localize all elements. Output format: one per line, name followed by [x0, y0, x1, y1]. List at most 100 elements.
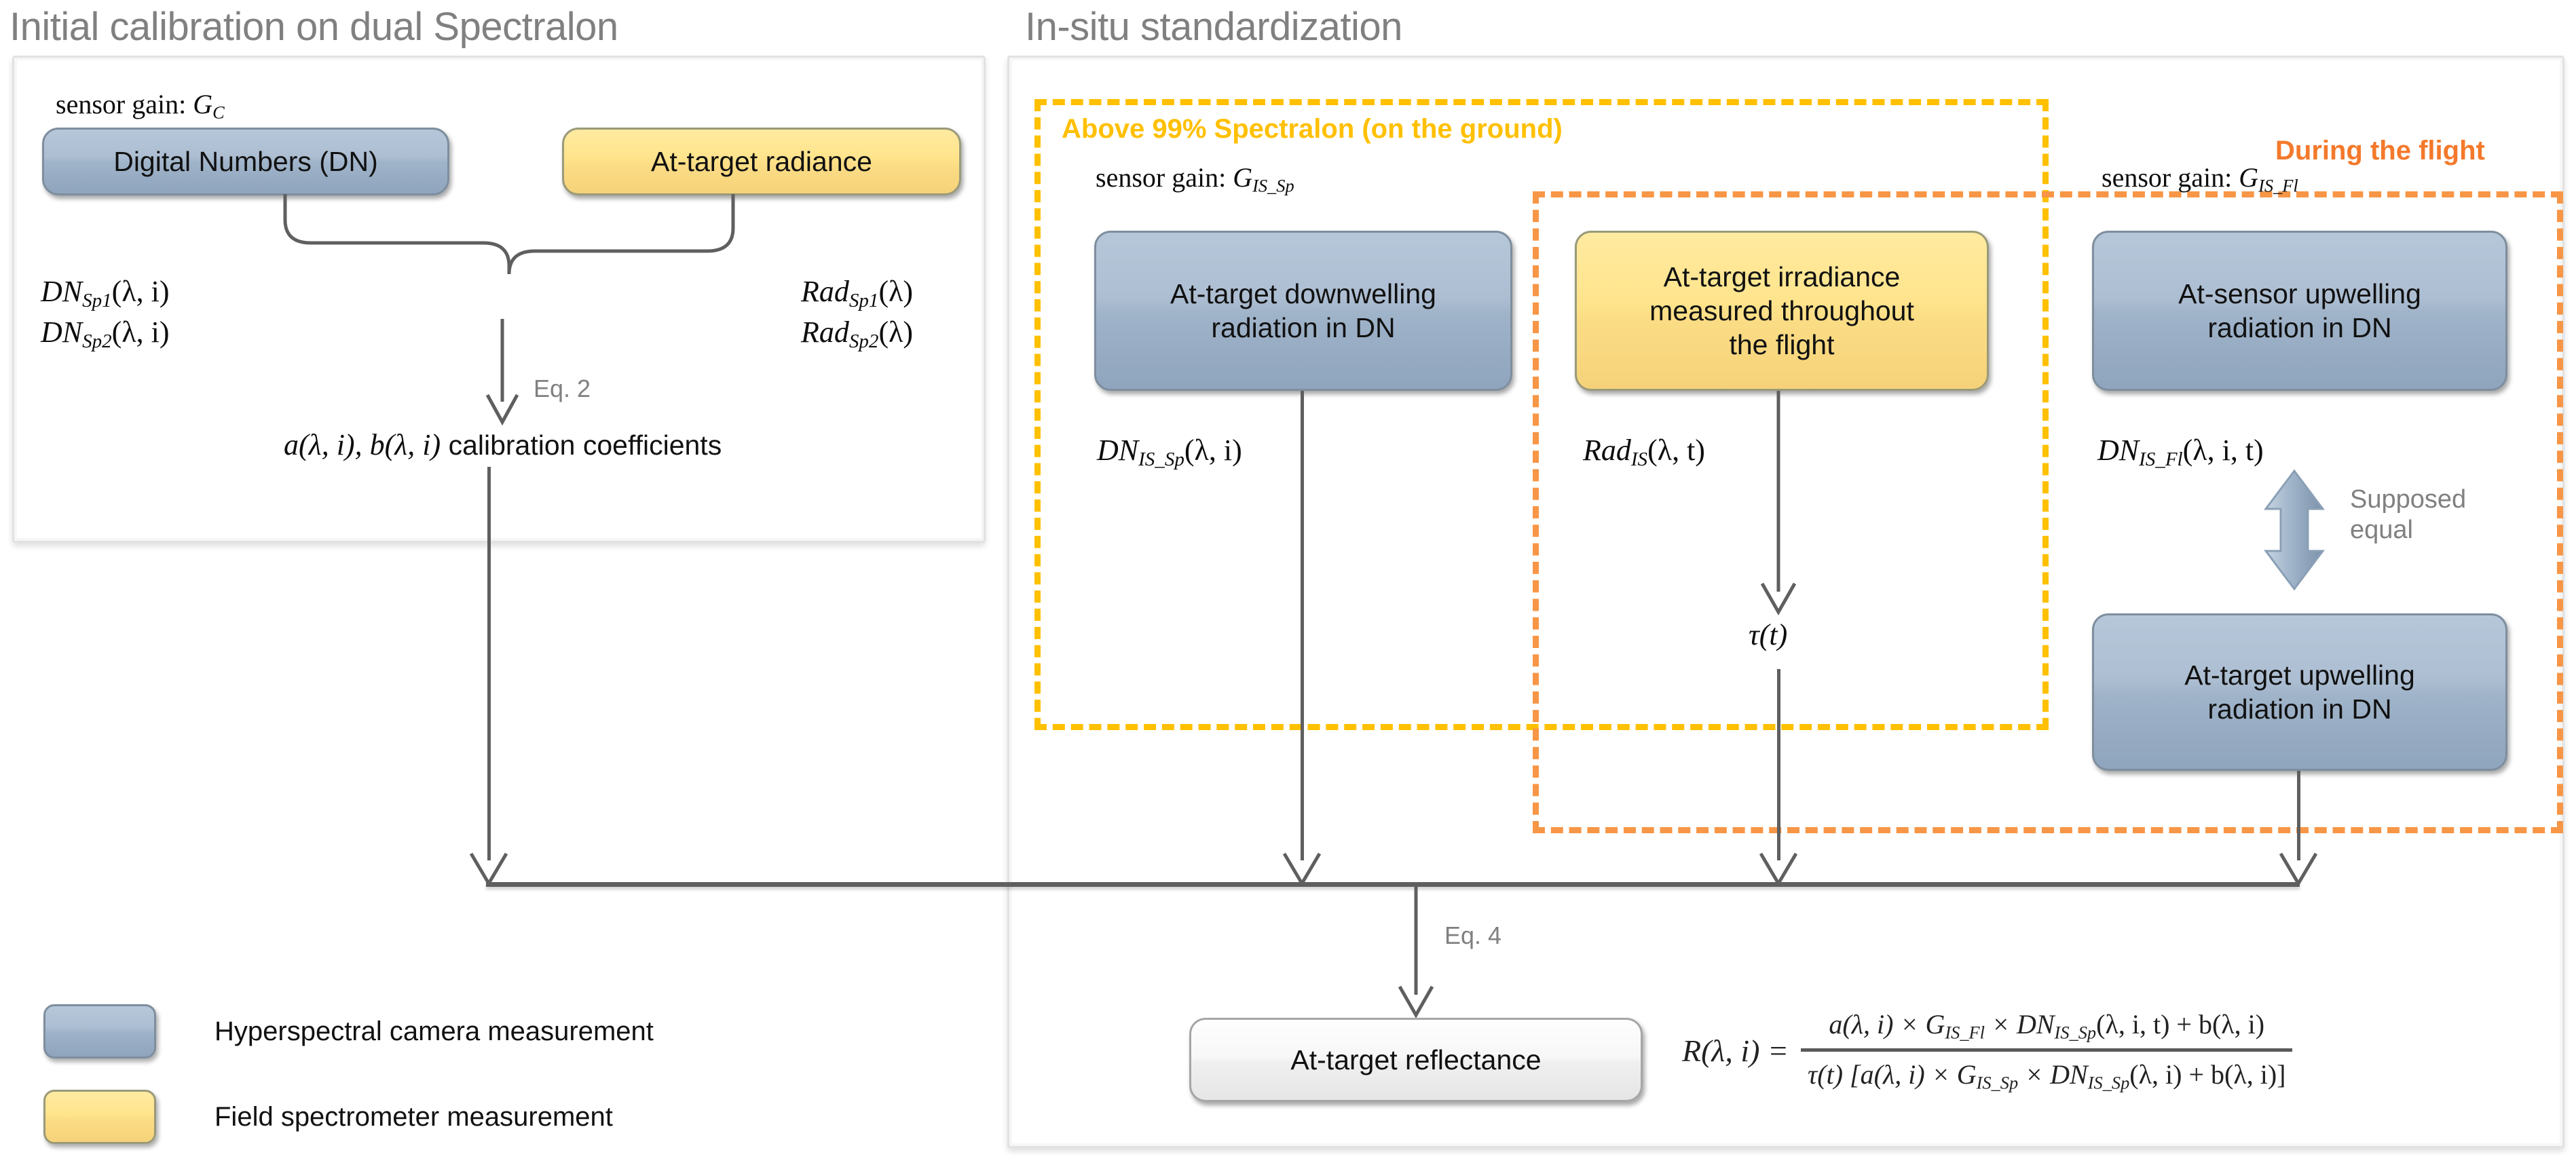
at-sensor-upwelling-line2: radiation in DN [2207, 312, 2392, 343]
dn-sp1-base: DN [41, 275, 83, 308]
arrowhead-upwelling [2277, 839, 2320, 888]
box-at-target-irradiance[interactable]: At-target irradiance measured throughout… [1575, 231, 1989, 391]
dn-sp2-sub: Sp2 [82, 330, 112, 353]
dn-sp1-sub: Sp1 [82, 290, 112, 312]
formula-denominator: τ(t) [a(λ, i) × GIS_Sp × DNIS_Sp(λ, i) +… [1800, 1048, 2293, 1093]
ground-gain-subscript: IS_Sp [1252, 175, 1294, 196]
legend: Hyperspectral camera measurement Field s… [43, 1004, 654, 1144]
calibration-coefficients-label: a(λ, i), b(λ, i) calibration coefficient… [284, 427, 722, 462]
rad-sp1-sub: Sp1 [848, 290, 879, 312]
dn-is-fl-base: DN [2097, 434, 2140, 467]
gain-symbol: G [193, 89, 213, 119]
brace-connector [42, 194, 965, 330]
arrowhead-tau [1757, 839, 1800, 888]
box-digital-numbers[interactable]: Digital Numbers (DN) [42, 128, 449, 195]
left-sensor-gain-label: sensor gain: GC [56, 88, 225, 123]
ground-gain-symbol: G [1233, 162, 1253, 193]
rad-sp2-sub: Sp2 [848, 330, 879, 353]
rad-sp1-args: (λ) [878, 275, 914, 308]
supposed-equal-label: Supposed equal [2350, 484, 2466, 546]
box-at-sensor-upwelling[interactable]: At-sensor upwelling radiation in DN [2092, 231, 2507, 391]
box-at-target-upwelling[interactable]: At-target upwelling radiation in DN [2092, 613, 2507, 771]
group-flight-label: During the flight [2275, 136, 2485, 166]
dn-is-sp-base: DN [1097, 434, 1139, 467]
supposed-line1: Supposed [2350, 485, 2467, 514]
left-output-line [487, 467, 491, 860]
flight-sensor-gain-label: sensor gain: GIS_Fl [2102, 161, 2298, 196]
num-sub2: IS_Sp [2054, 1022, 2097, 1043]
dn-sp2-label: DNSp2(λ, i) [41, 315, 170, 353]
arrowhead-downwelling [1280, 839, 1324, 888]
at-target-upwelling-line1: At-target upwelling [2184, 659, 2415, 691]
tau-label: τ(t) [1749, 618, 1788, 651]
den-part2: × DN [2018, 1059, 2088, 1090]
box-at-target-reflectance[interactable]: At-target reflectance [1189, 1018, 1643, 1102]
arrowhead-left-panel [467, 839, 510, 888]
legend-item-spectrometer: Field spectrometer measurement [43, 1090, 654, 1144]
flight-gain-subscript: IS_Fl [2258, 175, 2298, 196]
rad-is-base: Rad [1583, 434, 1631, 467]
den-sub2: IS_Sp [2087, 1072, 2130, 1093]
box-at-target-radiance[interactable]: At-target radiance [562, 128, 961, 195]
rad-sp2-args: (λ) [878, 316, 914, 349]
upwelling-output-line [2297, 771, 2300, 860]
box-at-target-downwelling[interactable]: At-target downwelling radiation in DN [1094, 231, 1512, 391]
gain-prefix: sensor gain: [56, 89, 193, 119]
group-ground-label: Above 99% Spectralon (on the ground) [1062, 114, 1563, 144]
at-sensor-upwelling-line1: At-sensor upwelling [2178, 278, 2421, 309]
reflectance-formula: R(λ, i) = a(λ, i) × GIS_Fl × DNIS_Sp(λ, … [1682, 1008, 2293, 1094]
legend-label-hyperspectral: Hyperspectral camera measurement [214, 1016, 654, 1046]
left-section-title: Initial calibration on dual Spectralon [10, 5, 618, 49]
den-sub1: IS_Sp [1976, 1072, 2019, 1093]
den-part3: (λ, i) + b(λ, i)] [2129, 1059, 2286, 1090]
formula-numerator: a(λ, i) × GIS_Fl × DNIS_Sp(λ, i, t) + b(… [1822, 1008, 2271, 1048]
num-part1: a(λ, i) × G [1829, 1009, 1945, 1040]
rad-sp1-base: Rad [801, 275, 849, 308]
dn-sp2-args: (λ, i) [111, 316, 170, 349]
irradiance-line1: At-target irradiance [1663, 261, 1901, 292]
eq2-arrow [475, 319, 529, 426]
downwelling-output-line [1301, 391, 1304, 860]
rad-is-label: RadIS(λ, t) [1583, 433, 1705, 471]
ground-sensor-gain-label: sensor gain: GIS_Sp [1096, 161, 1294, 196]
group-flight-box [1533, 191, 2563, 833]
dn-is-fl-sub: IS_Fl [2139, 449, 2183, 471]
eq4-arrow [1389, 882, 1443, 1019]
legend-item-hyperspectral: Hyperspectral camera measurement [43, 1004, 654, 1059]
den-part1: τ(t) [a(λ, i) × G [1807, 1059, 1977, 1090]
ground-gain-prefix: sensor gain: [1096, 162, 1233, 193]
downwelling-line1: At-target downwelling [1170, 278, 1436, 309]
rad-sp2-base: Rad [801, 316, 849, 349]
dn-is-sp-args: (λ, i) [1184, 434, 1242, 467]
right-section-title: In-situ standardization [1025, 5, 1402, 49]
rad-sp1-label: RadSp1(λ) [801, 274, 913, 312]
legend-label-spectrometer: Field spectrometer measurement [214, 1101, 613, 1132]
tau-output-line [1777, 669, 1780, 860]
legend-swatch-yellow [43, 1090, 156, 1144]
gain-subscript: C [212, 102, 225, 123]
dn-is-sp-label: DNIS_Sp(λ, i) [1097, 433, 1242, 471]
dn-is-fl-label: DNIS_Fl(λ, i, t) [2097, 433, 2264, 471]
rad-sp2-label: RadSp2(λ) [801, 315, 913, 353]
supposed-equal-arrow-icon [2258, 469, 2331, 591]
flight-gain-prefix: sensor gain: [2102, 162, 2239, 193]
irradiance-line2: measured throughout [1649, 294, 1914, 326]
eq2-label: Eq. 2 [534, 375, 591, 402]
dn-is-sp-sub: IS_Sp [1138, 449, 1184, 471]
coefficients-math: a(λ, i), b(λ, i) [284, 428, 441, 461]
rad-is-sub: IS [1630, 449, 1648, 471]
dn-sp1-label: DNSp1(λ, i) [41, 274, 170, 312]
coefficients-text: calibration coefficients [441, 430, 722, 461]
group-ground-box [1034, 99, 2049, 730]
at-target-upwelling-line2: radiation in DN [2207, 693, 2392, 725]
eq4-label: Eq. 4 [1444, 921, 1502, 949]
downwelling-line2: radiation in DN [1211, 312, 1396, 343]
dn-sp2-base: DN [41, 316, 83, 349]
dn-sp1-args: (λ, i) [111, 275, 170, 308]
num-part2: × DN [1984, 1009, 2055, 1040]
supposed-line2: equal [2350, 515, 2413, 544]
irradiance-line3: the flight [1729, 329, 1835, 360]
formula-lhs: R(λ, i) = [1682, 1033, 1789, 1069]
collector-bus-line [486, 882, 2300, 887]
dn-is-fl-args: (λ, i, t) [2182, 434, 2264, 467]
